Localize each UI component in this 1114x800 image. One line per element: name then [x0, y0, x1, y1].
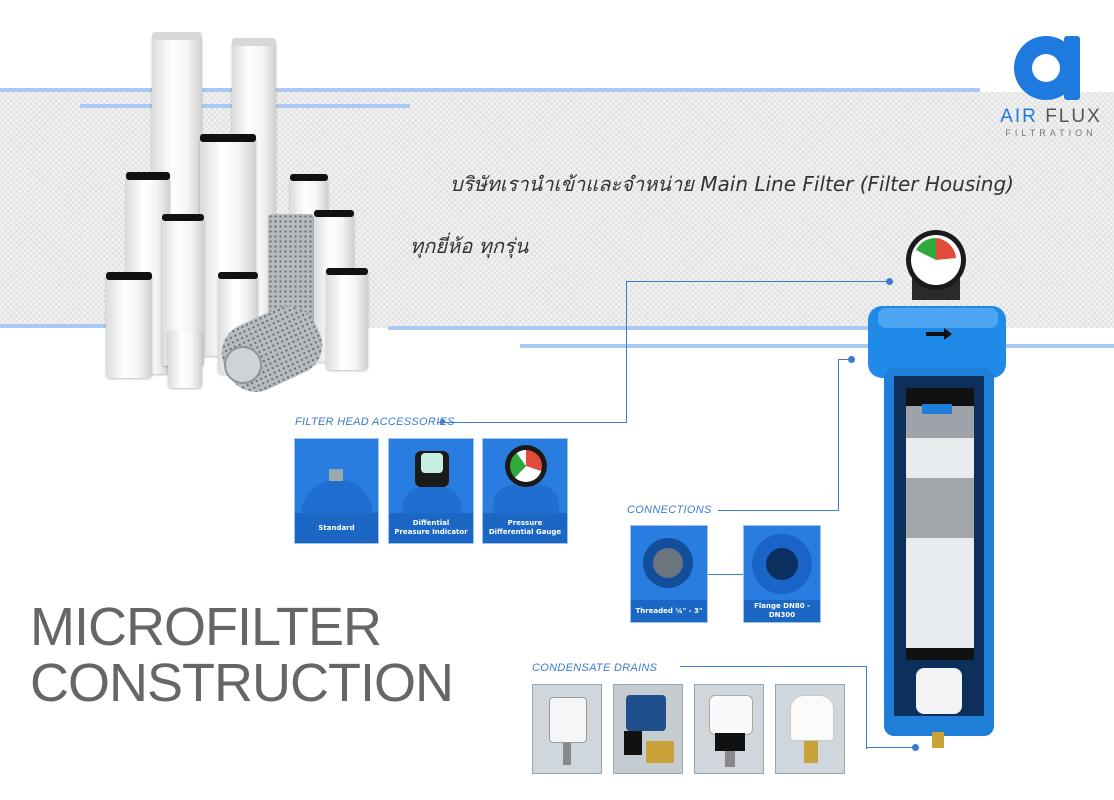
accessories-connector	[438, 282, 627, 423]
connection-card-flange: Flange DN80 - DN300	[743, 525, 821, 623]
drains-connector-bottom	[866, 747, 914, 749]
drain-image-manual	[775, 684, 845, 774]
title-line1: MICROFILTER	[30, 597, 382, 657]
brand-name-flux: FLUX	[1045, 106, 1102, 127]
logo-mark	[1014, 36, 1080, 100]
brand-name-air: AIR	[1000, 106, 1038, 127]
accessories-label: FILTER HEAD ACCESSORIES	[295, 416, 455, 428]
tagline-line2: ทุกยี่ห้อ ทุกรุ่น	[410, 234, 529, 258]
drain-image-timer	[613, 684, 683, 774]
filter-elements-image	[100, 24, 380, 404]
accessory-caption-2: Differential Gauge	[488, 528, 562, 536]
filter-housing-image	[864, 228, 1014, 758]
accessory-caption: Pressure	[507, 519, 543, 527]
accessory-card-standard: Standard	[294, 438, 379, 544]
accessories-dot	[440, 419, 445, 424]
stripe	[0, 88, 980, 92]
accessory-caption-2: Preasure Indicator	[394, 528, 468, 536]
stripe	[520, 344, 1114, 348]
stripe	[388, 326, 948, 330]
connections-connector	[718, 360, 839, 511]
connection-caption: Threaded ¼" - 3"	[635, 606, 703, 615]
connection-card-threaded: Threaded ¼" - 3"	[630, 525, 708, 623]
tagline-line1: บริษัทเรานำเข้าและจำหน่าย Main Line Filt…	[450, 172, 1014, 196]
connections-link	[708, 574, 744, 576]
drains-connector	[680, 666, 867, 749]
accessory-caption: Diffential	[412, 519, 450, 527]
connector-dot	[912, 744, 919, 751]
accessory-caption: Standard	[318, 523, 355, 532]
drain-image-auto	[694, 684, 764, 774]
connector-dot	[886, 278, 893, 285]
connection-caption: Flange DN80 - DN300	[754, 602, 810, 619]
brand-logo: AIR FLUX FILTRATION	[988, 30, 1114, 142]
connector-dot	[848, 356, 855, 363]
drain-image-float	[532, 684, 602, 774]
stripe	[0, 324, 120, 328]
title-line2: CONSTRUCTION	[30, 653, 454, 713]
brand-sub: FILTRATION	[1005, 128, 1097, 138]
connections-connector-top	[838, 359, 852, 361]
drains-label: CONDENSATE DRAINS	[532, 662, 658, 674]
connections-label: CONNECTIONS	[627, 504, 712, 516]
accessories-connector-top	[626, 281, 890, 283]
